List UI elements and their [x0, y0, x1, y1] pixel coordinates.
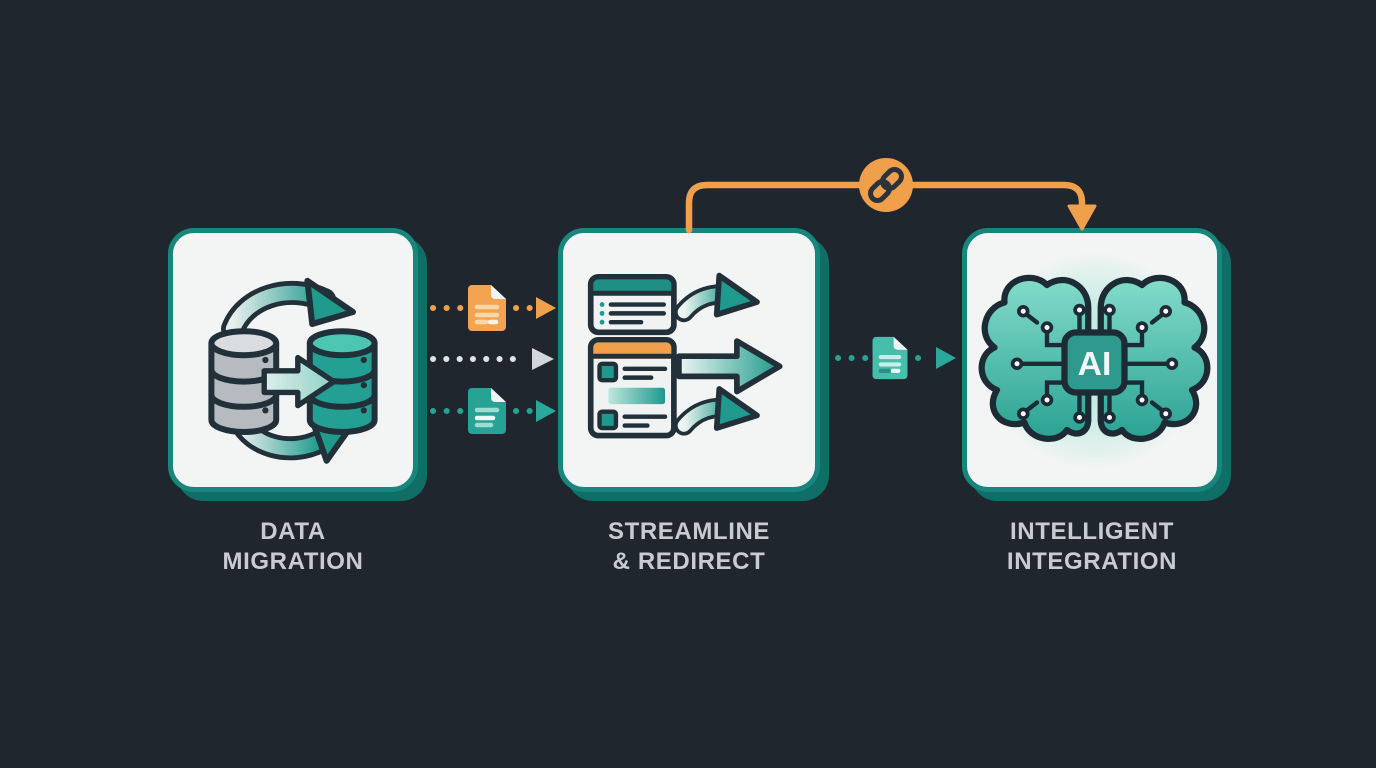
ai-chip-icon: AI	[1061, 329, 1128, 396]
flow-2-to-3	[835, 336, 956, 380]
flow-1-to-2	[430, 285, 556, 434]
brain-left-hemisphere	[978, 274, 1092, 442]
database-sync-icon	[208, 277, 378, 464]
down-arrowhead-icon	[1067, 204, 1097, 231]
step-label-intelligent-integration: INTELLIGENT INTEGRATION	[1006, 518, 1178, 575]
browser-window-teal-icon	[587, 274, 677, 336]
arrow-right-icon	[936, 347, 956, 369]
arrow-right-icon	[536, 297, 556, 319]
step-label-data-migration: DATA MIGRATION	[222, 518, 364, 575]
ai-brain-icon: AI	[978, 251, 1211, 472]
arrow-right-icon	[532, 348, 554, 370]
step-label-streamline-redirect: STREAMLINE & REDIRECT	[608, 518, 770, 575]
sync-arrow-top	[221, 277, 356, 341]
redirect-arrow-bottom	[673, 386, 760, 436]
browser-window-orange-icon	[587, 337, 677, 439]
ai-chip-label: AI	[1078, 345, 1112, 383]
card-streamline-redirect	[558, 228, 820, 492]
redirect-arrow-middle	[676, 338, 783, 395]
document-icon	[872, 336, 908, 380]
transfer-arrow-icon	[261, 354, 337, 409]
document-icon	[468, 388, 506, 434]
database-teal-icon	[306, 328, 378, 435]
document-icon	[468, 285, 506, 331]
card-intelligent-integration: AI	[962, 228, 1222, 492]
redirect-arrow-top	[673, 272, 760, 323]
arrow-right-icon	[536, 400, 556, 422]
card-data-migration	[168, 228, 418, 492]
pages-forward-icon	[587, 272, 783, 439]
circuit-nodes	[1010, 303, 1179, 424]
brain-right-hemisphere	[1097, 274, 1211, 442]
link-icon	[868, 167, 904, 203]
orange-link-connector	[685, 158, 1097, 234]
